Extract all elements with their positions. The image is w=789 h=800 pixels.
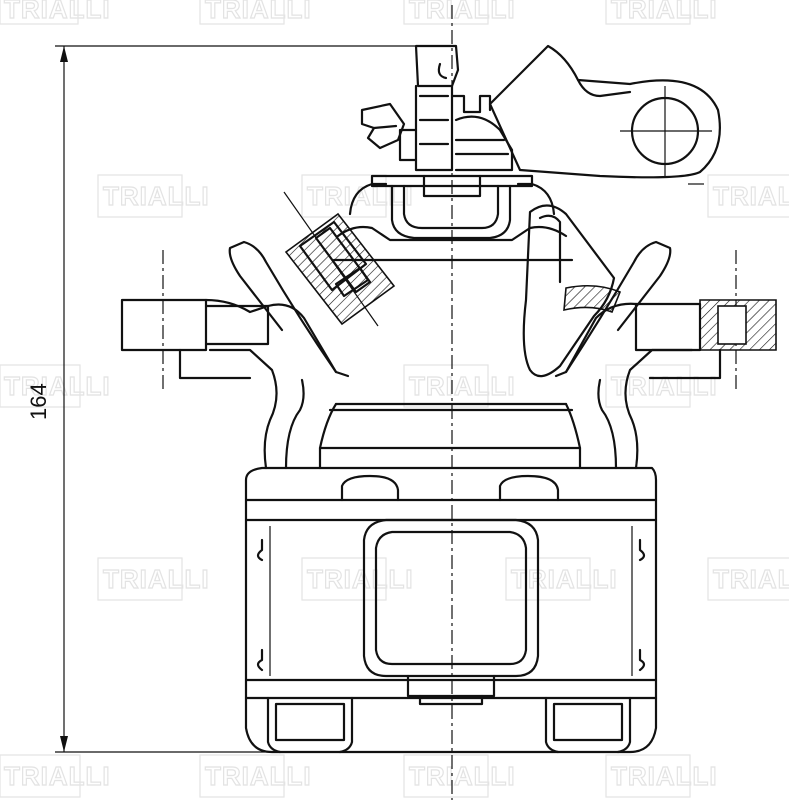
left-mount-bracket [120, 298, 350, 380]
watermark-logo: TRIALLI [707, 557, 789, 601]
watermark-logo: TRIALLI [97, 557, 210, 601]
watermark-logo: TRIALLI [301, 174, 413, 218]
watermark-logo: TRIALLI [605, 364, 717, 408]
caliper-neck [208, 348, 694, 470]
watermark-logo: TRIALLI [199, 754, 312, 798]
watermark-logo: TRIALLI [0, 0, 111, 25]
svg-text:TRIALLI: TRIALLI [409, 761, 516, 791]
upper-housing [228, 174, 672, 374]
watermark-logo: TRIALLI [301, 557, 414, 601]
svg-text:TRIALLI: TRIALLI [611, 761, 718, 791]
watermark-logo: TRIALLI [403, 364, 516, 408]
svg-text:TRIALLI: TRIALLI [103, 181, 210, 211]
caliper-body [244, 466, 658, 754]
svg-text:TRIALLI: TRIALLI [611, 0, 718, 24]
handbrake-lever [488, 44, 721, 185]
height-dimension: 164 [26, 45, 440, 753]
watermark-logo: TRIALLI [707, 174, 789, 218]
svg-text:TRIALLI: TRIALLI [103, 564, 210, 594]
watermark-logo: TRIALLI [605, 0, 718, 25]
svg-text:TRIALLI: TRIALLI [511, 564, 618, 594]
watermark-logo: TRIALLI [403, 754, 516, 798]
svg-text:TRIALLI: TRIALLI [713, 564, 789, 594]
right-mount-bracket [554, 299, 777, 380]
svg-text:TRIALLI: TRIALLI [4, 0, 111, 24]
svg-text:TRIALLI: TRIALLI [4, 371, 111, 401]
watermark-logo: TRIALLI [97, 174, 210, 218]
watermark-logo: TRIALLI [199, 0, 312, 25]
watermark-logo: TRIALLI [403, 0, 516, 25]
watermark-logo: TRIALLI [605, 754, 718, 798]
left-piston-section [283, 191, 396, 327]
svg-text:TRIALLI: TRIALLI [307, 564, 414, 594]
watermark-logo: TRIALLI [0, 754, 111, 798]
svg-text:TRIALLI: TRIALLI [205, 761, 312, 791]
svg-text:TRIALLI: TRIALLI [4, 761, 111, 791]
watermark-logo: TRIALLI [0, 364, 111, 408]
svg-text:TRIALLI: TRIALLI [409, 371, 516, 401]
svg-text:TRIALLI: TRIALLI [205, 0, 312, 24]
right-piston-section [522, 204, 622, 378]
cable-bracket [360, 44, 514, 172]
svg-text:TRIALLI: TRIALLI [409, 0, 516, 24]
watermark-logo: TRIALLI [505, 557, 618, 601]
svg-text:TRIALLI: TRIALLI [713, 181, 789, 211]
height-dimension-label: 164 [26, 383, 51, 420]
